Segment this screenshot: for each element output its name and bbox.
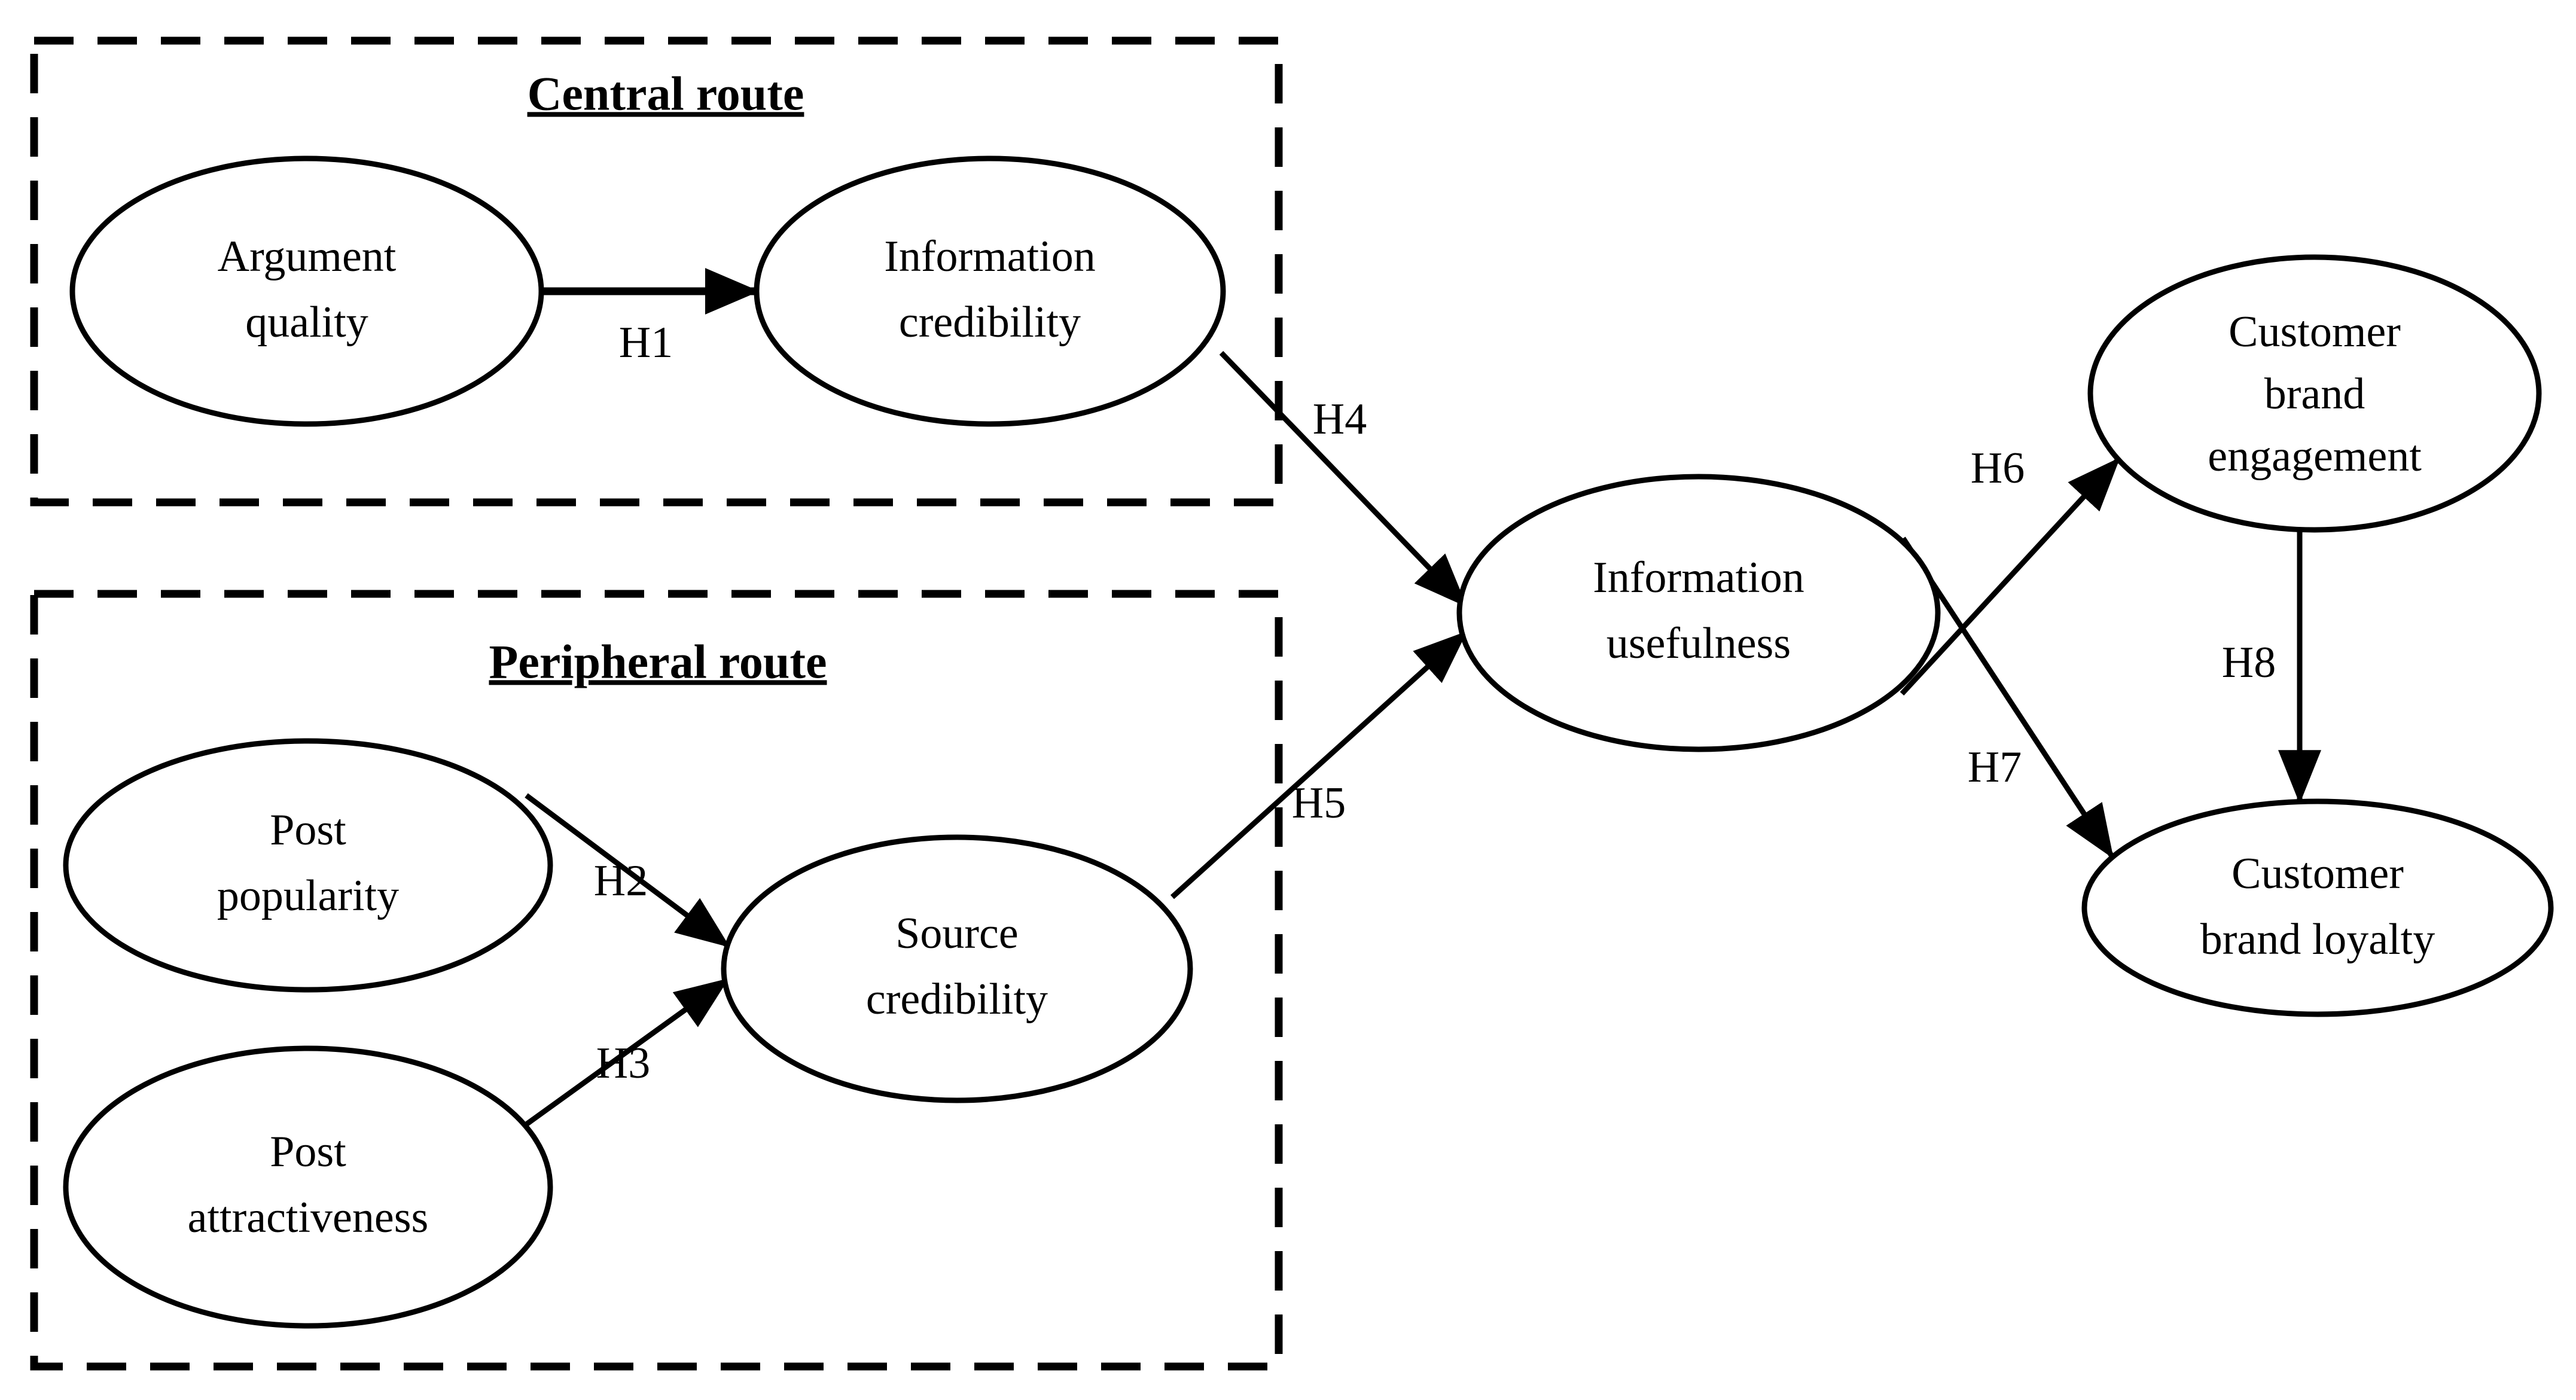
edge-label-h1: H1	[619, 318, 673, 367]
node-post-attractiveness-label-line1: Post	[270, 1127, 346, 1176]
node-customer-brand-engagement-label-line2: brand	[2264, 370, 2365, 419]
node-information-credibility-label-line2: credibility	[899, 298, 1081, 347]
edge-h5-line	[1170, 631, 1468, 899]
edge-h6-line	[1900, 457, 2120, 696]
node-customer-brand-engagement-label-line1: Customer	[2229, 307, 2401, 356]
edge-h4-line	[1219, 350, 1468, 608]
edge-label-h7: H7	[1968, 743, 2022, 792]
node-post-attractiveness-label-line2: attractiveness	[188, 1193, 429, 1242]
node-argument-quality[interactable]: Argument quality	[69, 155, 544, 427]
node-post-attractiveness[interactable]: Post attractiveness	[63, 1045, 553, 1329]
group-title-central-route: Central route	[528, 68, 804, 120]
node-post-popularity[interactable]: Post popularity	[63, 738, 553, 993]
node-customer-brand-loyalty-label-line2: brand loyalty	[2200, 915, 2435, 964]
node-information-credibility-shape	[754, 155, 1226, 427]
node-information-usefulness-label-line1: Information	[1593, 553, 1804, 602]
group-box-peripheral-route	[30, 590, 1283, 1371]
edge-h7-line	[1901, 536, 2114, 859]
edge-label-h4: H4	[1313, 395, 1367, 444]
node-post-popularity-label-line1: Post	[270, 806, 346, 855]
node-source-credibility[interactable]: Source credibility	[721, 834, 1193, 1103]
node-source-credibility-label-line2: credibility	[866, 975, 1048, 1024]
node-argument-quality-label-line2: quality	[245, 298, 368, 347]
node-argument-quality-label-line1: Argument	[218, 232, 397, 281]
edge-h2-line	[525, 793, 730, 948]
node-information-usefulness[interactable]: Information usefulness	[1456, 474, 1941, 752]
edge-label-h6: H6	[1971, 444, 2025, 493]
node-customer-brand-engagement-shape	[2087, 254, 2542, 533]
node-post-popularity-label-line2: popularity	[217, 871, 399, 920]
node-information-credibility[interactable]: Information credibility	[754, 155, 1226, 427]
node-source-credibility-label-line1: Source	[895, 909, 1019, 958]
node-information-usefulness-shape	[1456, 474, 1941, 752]
node-customer-brand-engagement-label-line3: engagement	[2208, 432, 2422, 481]
edge-label-h5: H5	[1292, 779, 1346, 828]
group-box-central-route	[30, 36, 1283, 507]
node-customer-brand-loyalty[interactable]: Customer brand loyalty	[2081, 798, 2554, 1017]
node-customer-brand-loyalty-label-line1: Customer	[2231, 849, 2404, 898]
node-information-usefulness-label-line2: usefulness	[1606, 619, 1791, 668]
group-title-peripheral-route: Peripheral route	[489, 636, 827, 688]
edge-h3-line	[525, 978, 729, 1127]
node-customer-brand-engagement[interactable]: Customer brand engagement	[2087, 254, 2542, 533]
node-information-credibility-label-line1: Information	[884, 232, 1095, 281]
node-argument-quality-shape	[69, 155, 544, 427]
node-post-attractiveness-shape	[63, 1045, 553, 1329]
node-source-credibility-shape	[721, 834, 1193, 1103]
edge-label-h3: H3	[596, 1039, 650, 1088]
node-customer-brand-loyalty-shape	[2081, 798, 2554, 1017]
edge-label-h8: H8	[2222, 638, 2276, 687]
node-post-popularity-shape	[63, 738, 553, 993]
edge-label-h2: H2	[594, 856, 648, 905]
